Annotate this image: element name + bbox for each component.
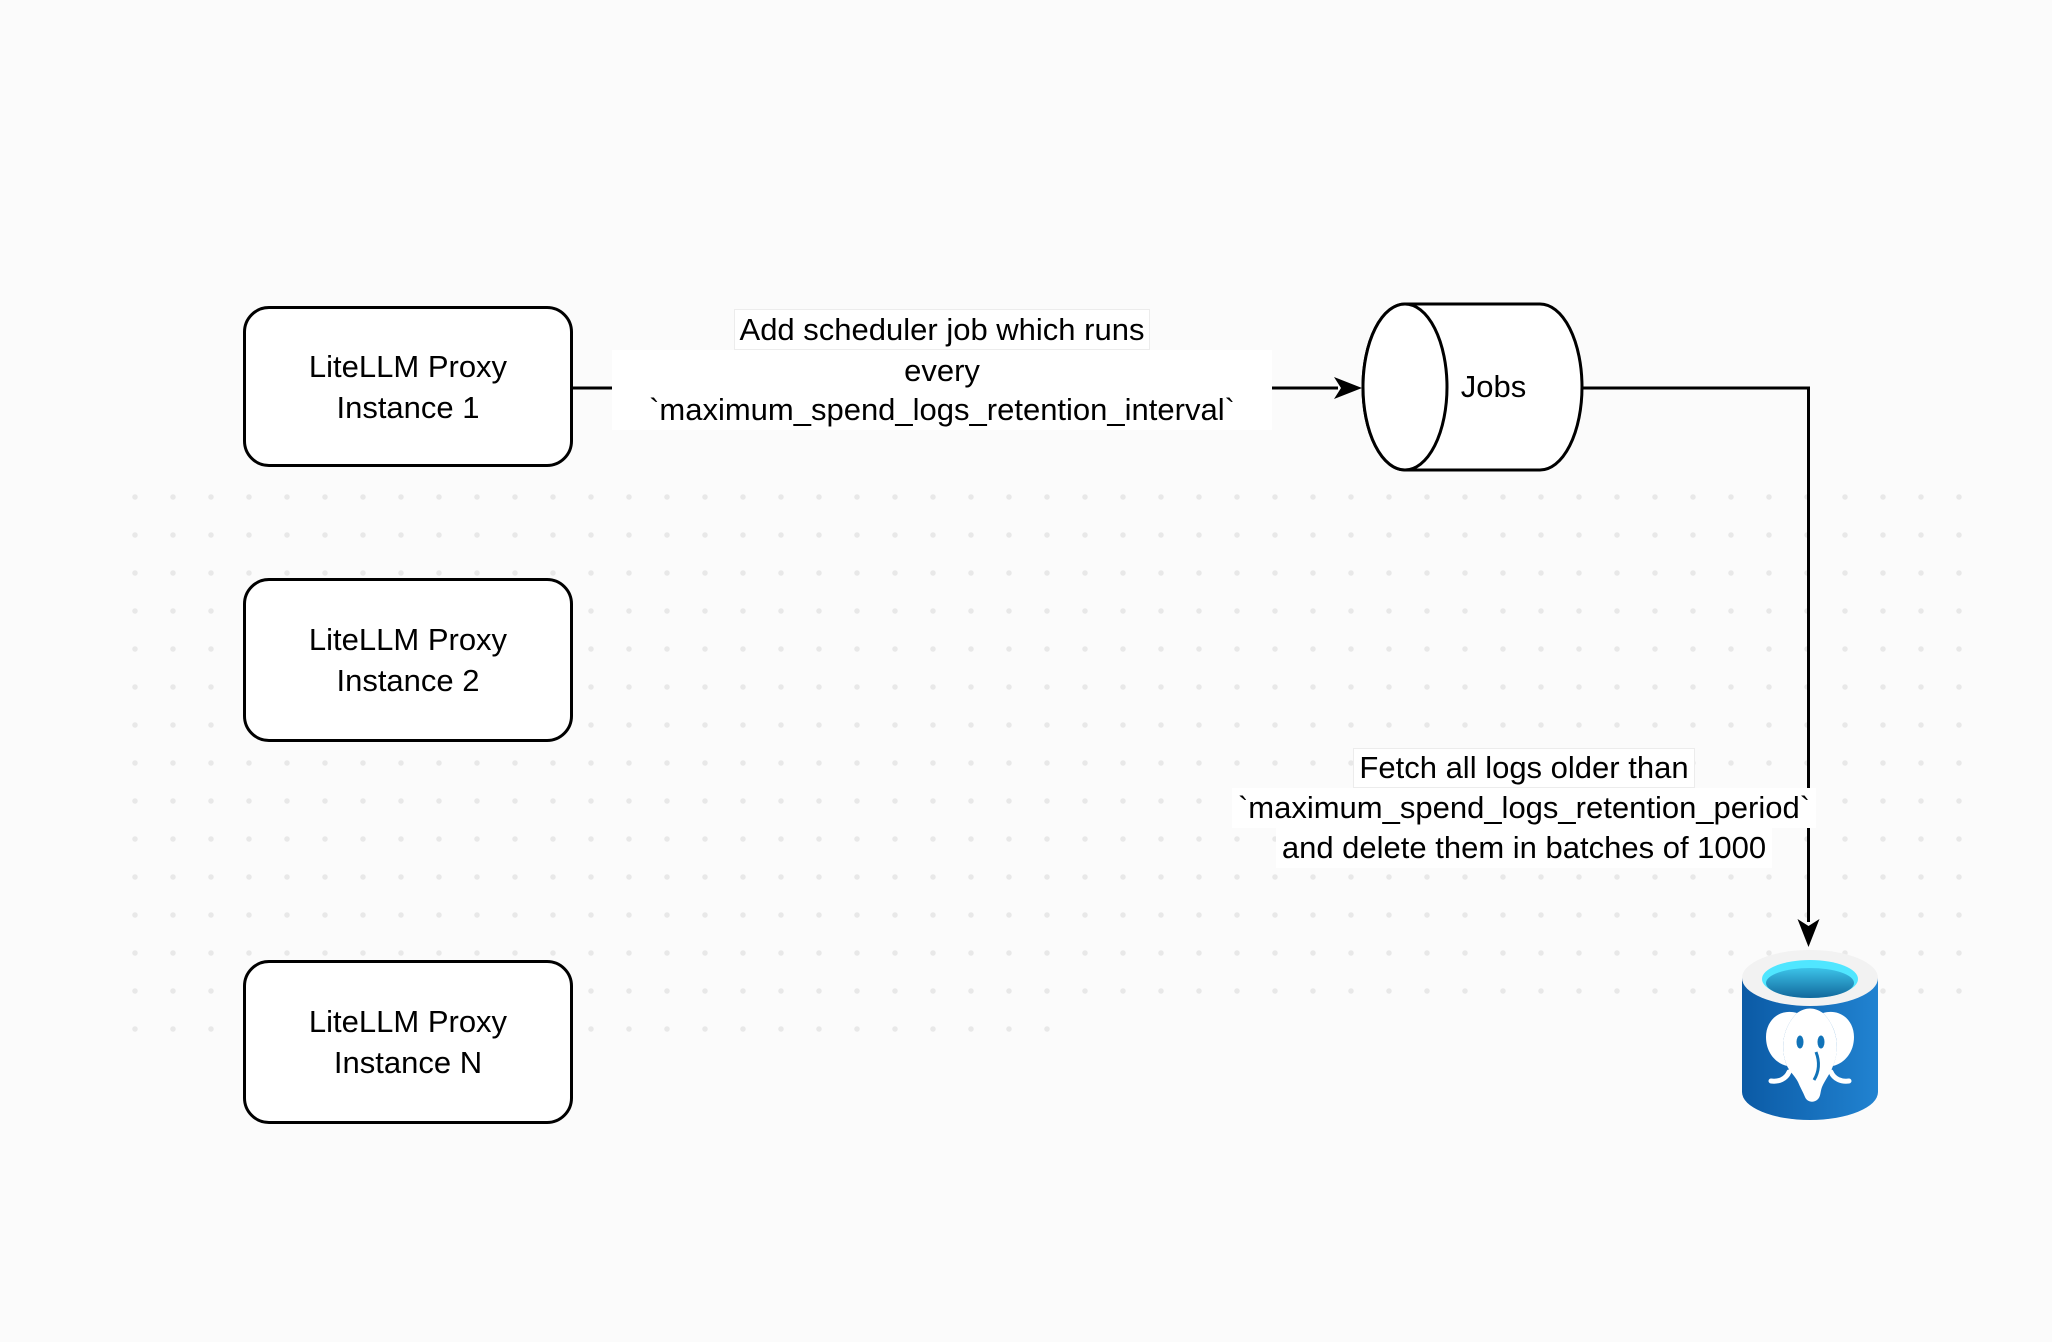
node-litellm-proxy-instance-2[interactable]: LiteLLM Proxy Instance 2: [243, 578, 573, 742]
edge-label-line: `maximum_spend_logs_retention_period`: [1231, 788, 1817, 828]
node-label-line: LiteLLM Proxy: [308, 348, 508, 384]
postgres-db-icon[interactable]: [1742, 950, 1878, 1120]
jobs-cylinder[interactable]: [1361, 302, 1584, 472]
node-litellm-proxy-instance-n[interactable]: LiteLLM Proxy Instance N: [243, 960, 573, 1124]
edge-label-add-scheduler: Add scheduler job which runs every `maxi…: [612, 309, 1272, 430]
node-label-line: Instance 1: [336, 389, 480, 425]
postgres-liquid-deep: [1766, 968, 1854, 998]
edge-label-line: every `maximum_spend_logs_retention_inte…: [612, 350, 1272, 430]
edge-label-line: Fetch all logs older than: [1353, 748, 1695, 788]
node-label-line: LiteLLM Proxy: [308, 1004, 508, 1039]
node-label-line: LiteLLM Proxy: [308, 622, 508, 657]
edge-label-fetch-delete: Fetch all logs older than `maximum_spend…: [1194, 748, 1854, 868]
node-litellm-proxy-instance-1[interactable]: LiteLLM Proxy Instance 1: [243, 306, 573, 467]
postgres-elephant-icon: [1766, 1008, 1854, 1102]
edge-fetch-arrow[interactable]: [1582, 386, 1820, 947]
arrowhead-right-icon: [1334, 377, 1362, 399]
edge-label-line: and delete them in batches of 1000: [1275, 828, 1773, 868]
edge-label-line: Add scheduler job which runs: [733, 309, 1151, 350]
node-label-line: Instance N: [333, 1045, 483, 1080]
jobs-cylinder-label: Jobs: [1460, 369, 1527, 404]
arrowhead-down-icon: [1797, 919, 1820, 947]
node-label-line: Instance 2: [336, 663, 480, 698]
